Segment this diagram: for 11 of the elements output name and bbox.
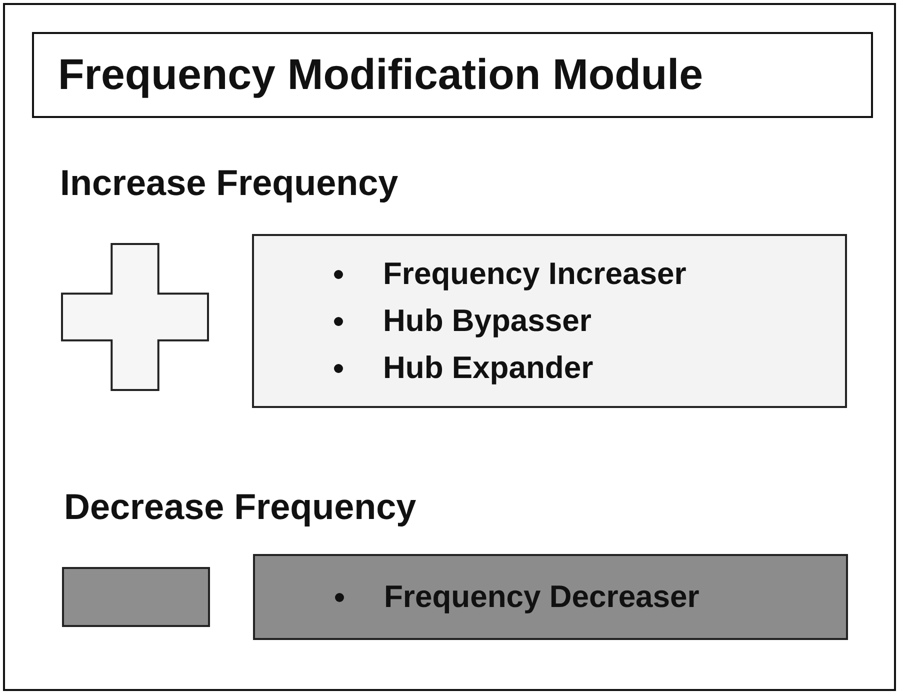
list-item: Frequency Increaser <box>383 256 686 292</box>
bullet-list-box <box>252 234 847 408</box>
list-item: Hub Bypasser <box>383 303 592 339</box>
list-item: Frequency Decreaser <box>384 579 700 615</box>
bullet-list-box <box>253 554 848 640</box>
section-heading: Decrease Frequency <box>64 486 416 528</box>
shaded-box <box>62 567 210 627</box>
title: Frequency Modification Module <box>58 50 704 100</box>
list-item: Hub Expander <box>383 350 594 386</box>
cross-shape <box>61 243 209 391</box>
section-heading: Increase Frequency <box>60 162 398 204</box>
